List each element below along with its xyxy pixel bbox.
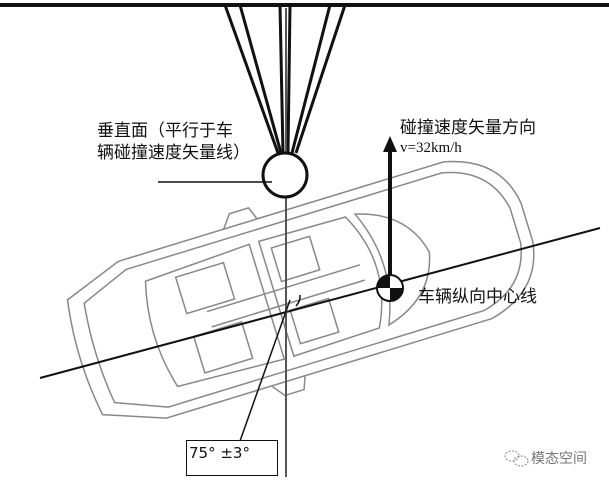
vehicle-centerline <box>39 227 601 379</box>
vertical-plane-label-line1: 垂直面（平行于车 <box>97 121 233 141</box>
arrow-head-icon <box>383 136 397 152</box>
pole-head <box>261 151 309 199</box>
pendulum-arms <box>223 4 347 154</box>
velocity-value: v=32km/h <box>400 140 462 156</box>
center-of-gravity-icon <box>376 274 404 302</box>
velocity-direction-label: 碰撞速度矢量方向 <box>400 118 536 138</box>
angle-leader <box>239 299 291 442</box>
vertical-plane-label-line2: 辆碰撞速度矢量线） <box>97 143 250 163</box>
centerline-label: 车辆纵向中心线 <box>418 287 537 307</box>
angle-label: 75° ±3° <box>186 440 278 476</box>
watermark: 模态空间 <box>531 451 587 467</box>
angle-arc-icon <box>295 294 301 307</box>
wechat-icon <box>504 450 529 467</box>
